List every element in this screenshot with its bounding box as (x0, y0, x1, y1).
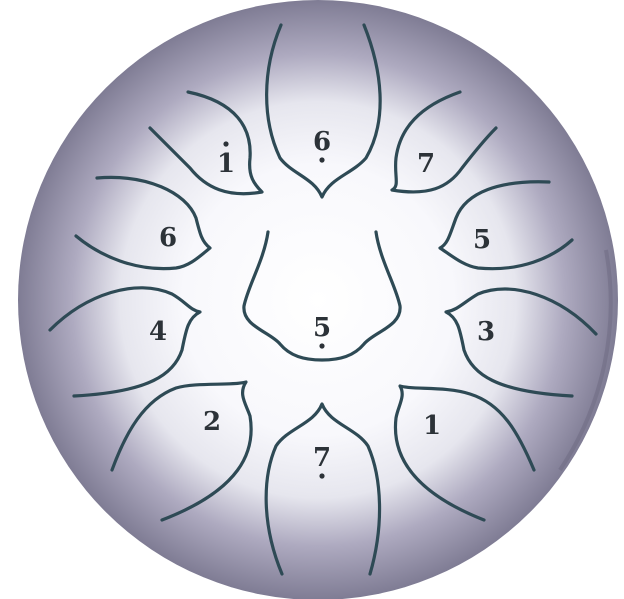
note-label: 7 (313, 443, 331, 473)
octave-dot-below (319, 157, 324, 162)
note-label: 5 (473, 225, 491, 255)
note-label: 1 (423, 411, 441, 441)
octave-dot-below (319, 473, 324, 478)
drum-body (18, 0, 618, 599)
note-label: 5 (313, 313, 331, 343)
octave-dot-above (223, 141, 228, 146)
note-label: 2 (203, 407, 221, 437)
note-label: 4 (149, 317, 167, 347)
note-label: 7 (417, 149, 435, 179)
octave-dot-below (319, 343, 324, 348)
note-label: 3 (477, 317, 495, 347)
note-label: 6 (159, 223, 177, 253)
note-label: 1 (217, 149, 235, 179)
note-label: 6 (313, 127, 331, 157)
